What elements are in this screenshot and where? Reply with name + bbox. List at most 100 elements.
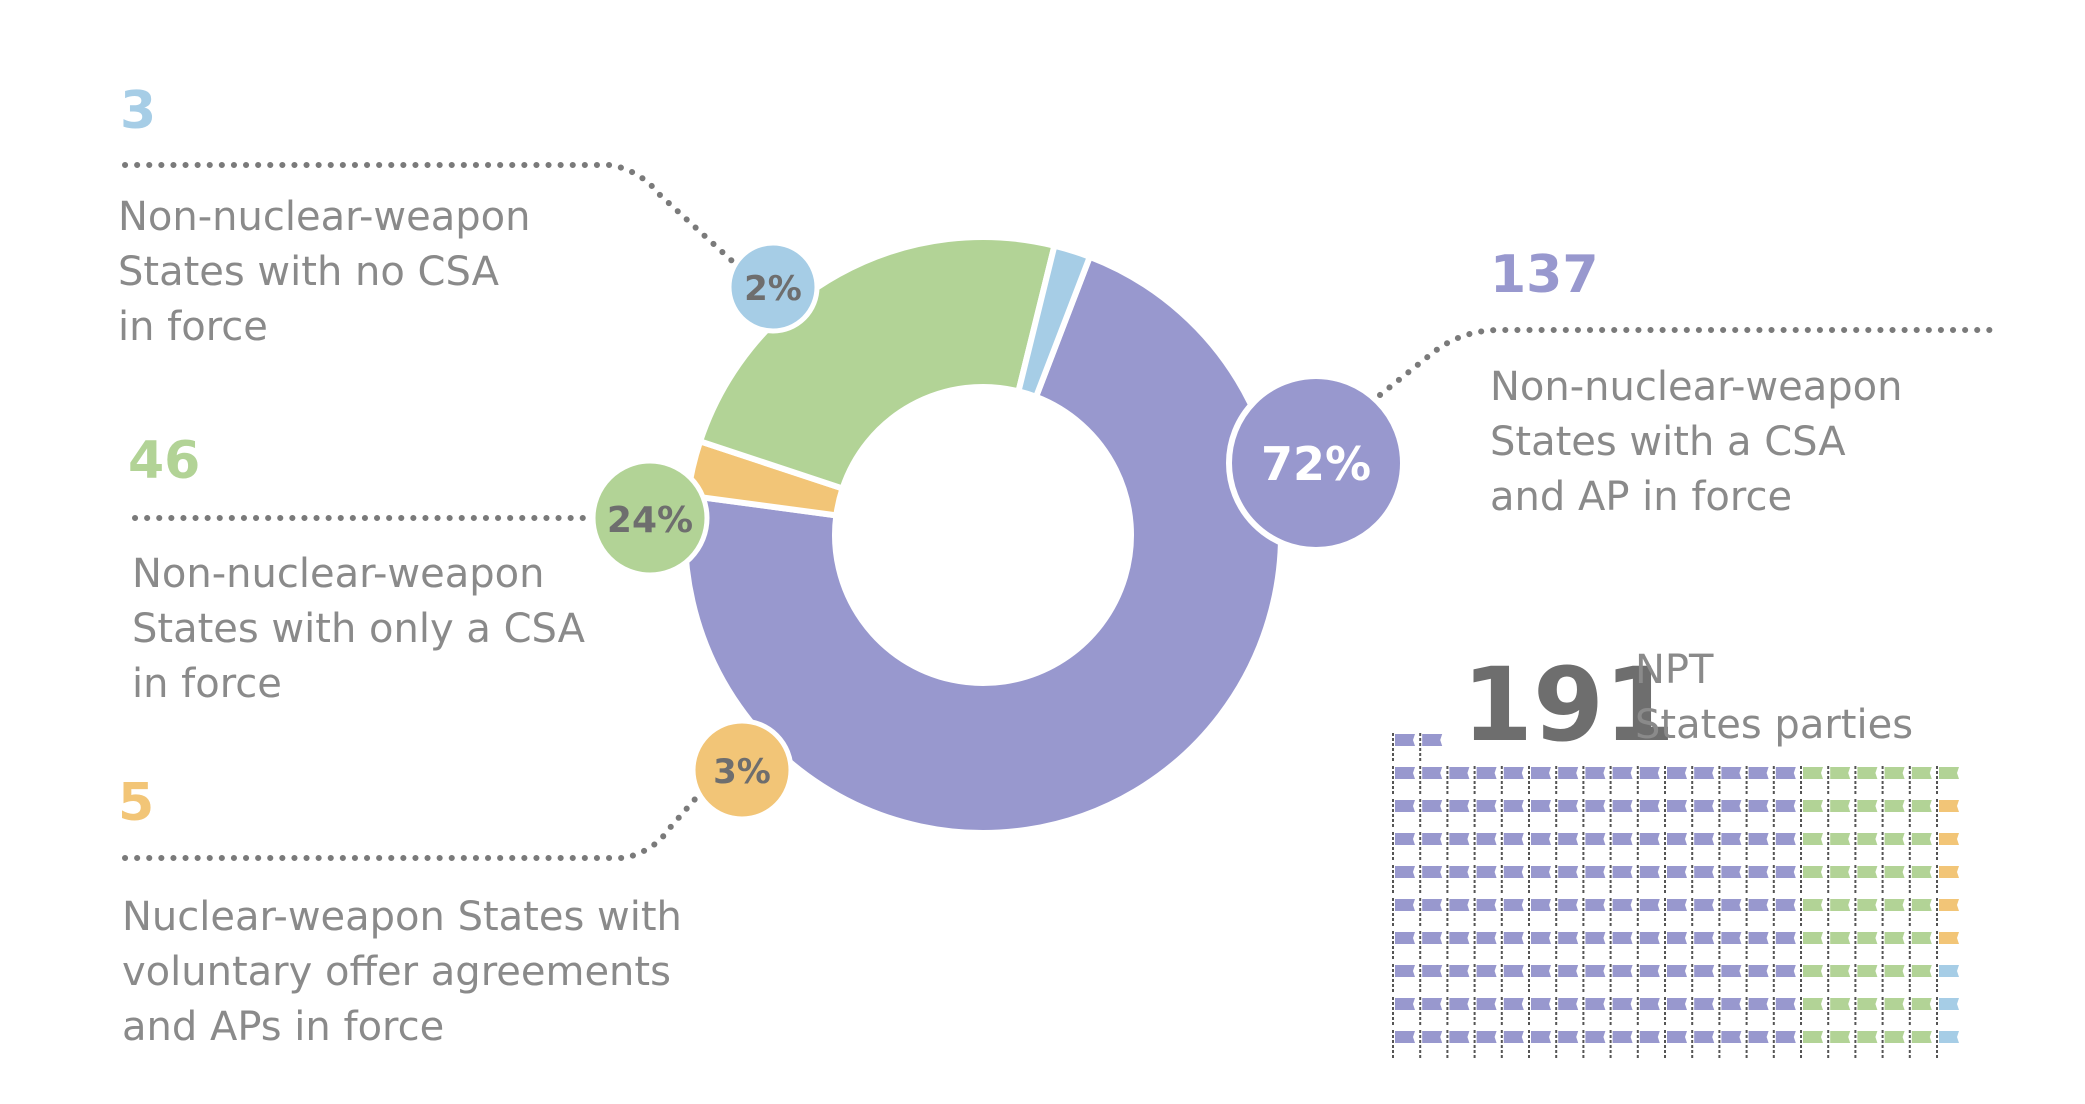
flag-icon [1636,964,1660,994]
flag-icon [1555,832,1579,862]
flag-icon [1528,766,1551,796]
count-no-csa: 3 [120,81,156,141]
desc-voa-ap-line3: and APs in force [122,1004,444,1050]
leader-no-csa [122,162,745,273]
flag-icon [1555,997,1579,1027]
flag-icon [1555,766,1579,796]
flag-icon [1419,766,1443,796]
flag-icon [1419,865,1443,895]
flag-icon [1718,964,1742,994]
flag-icon [1636,865,1660,895]
flag-icon [1500,898,1524,928]
flag-icon [1827,931,1851,961]
flag-icon [1555,931,1579,961]
bubble-no-csa-label: 2% [744,269,802,309]
flag-icon [1528,964,1551,994]
flag-icon [1636,898,1660,928]
flag-icon [1528,832,1551,862]
flag-icon [1392,1030,1415,1060]
flag-icon [1745,898,1769,928]
total-header: 191 NPT States parties [1462,646,1913,765]
flag-icon [1908,931,1932,961]
count-voa-ap: 5 [118,773,154,833]
flag-icon [1392,898,1415,928]
flag-icon [1609,1030,1633,1060]
flag-icon [1473,766,1497,796]
flag-icon [1718,832,1742,862]
flag-icon [1936,865,1959,895]
flag-icon [1827,964,1851,994]
flag-icon [1854,1030,1878,1060]
flag-icon [1419,931,1443,961]
flag-icon [1636,766,1660,796]
flag-icon [1908,898,1932,928]
flag-icon [1800,766,1823,796]
flag-icon [1854,766,1878,796]
flag-icon [1718,898,1742,928]
slice-csa-only [696,234,1059,493]
flag-icon [1582,1030,1606,1060]
slice-no-csa [1014,242,1094,401]
flag-icon [1718,766,1742,796]
flag-icon [1908,865,1932,895]
flag-icon [1609,898,1633,928]
total-number: 191 [1462,646,1675,765]
flag-icon [1500,799,1524,829]
flag-icon [1636,832,1660,862]
flag-icon [1609,964,1633,994]
flag-icon [1827,766,1851,796]
flag-icon [1582,898,1606,928]
flag-icon [1691,799,1715,829]
flag-icon [1718,1030,1742,1060]
flag-icon [1555,865,1579,895]
flag-icon [1936,799,1959,829]
flag-icon [1936,964,1959,994]
flag-icon [1664,865,1687,895]
flag-icon [1718,931,1742,961]
flag-icon [1881,799,1905,829]
category-csa-only: 46 Non-nuclear-weapon States with only a… [128,431,586,707]
flag-icon [1392,997,1415,1027]
flag-icon [1881,766,1905,796]
flag-icon [1609,832,1633,862]
flag-icon [1908,964,1932,994]
flag-icon [1582,766,1606,796]
flag-icon [1800,964,1823,994]
flag-icon [1772,898,1796,928]
slice-csa-ap [682,252,1284,836]
flag-icon [1691,865,1715,895]
flag-icon [1582,931,1606,961]
flag-icon [1555,1030,1579,1060]
flag-icon [1609,766,1633,796]
flag-icon [1691,832,1715,862]
flag-icon [1827,799,1851,829]
flag-icon [1745,766,1769,796]
bubble-voa-ap [690,718,794,822]
flag-icon [1664,832,1687,862]
flag-icon [1636,997,1660,1027]
flag-icon [1500,865,1524,895]
flag-icon [1555,898,1579,928]
flag-icon [1800,898,1823,928]
total-label-line1: NPT [1635,647,1714,693]
bubble-voa-ap-label: 3% [713,752,771,792]
flag-icon [1446,865,1470,895]
flag-icon [1800,865,1823,895]
flag-icon [1636,1030,1660,1060]
flag-icon [1555,964,1579,994]
bubble-no-csa [726,240,820,334]
flag-icon [1881,997,1905,1027]
flag-icon [1500,832,1524,862]
flag-icon [1936,766,1959,796]
desc-voa-ap-line2: voluntary offer agreements [122,949,671,995]
flag-icon [1691,931,1715,961]
flag-icon [1854,832,1878,862]
flag-icon [1772,931,1796,961]
flag-icon [1419,898,1443,928]
flag-icon [1419,832,1443,862]
flag-icon [1392,964,1415,994]
flag-icon [1473,865,1497,895]
flag-icon [1718,997,1742,1027]
flag-icon [1446,1030,1470,1060]
